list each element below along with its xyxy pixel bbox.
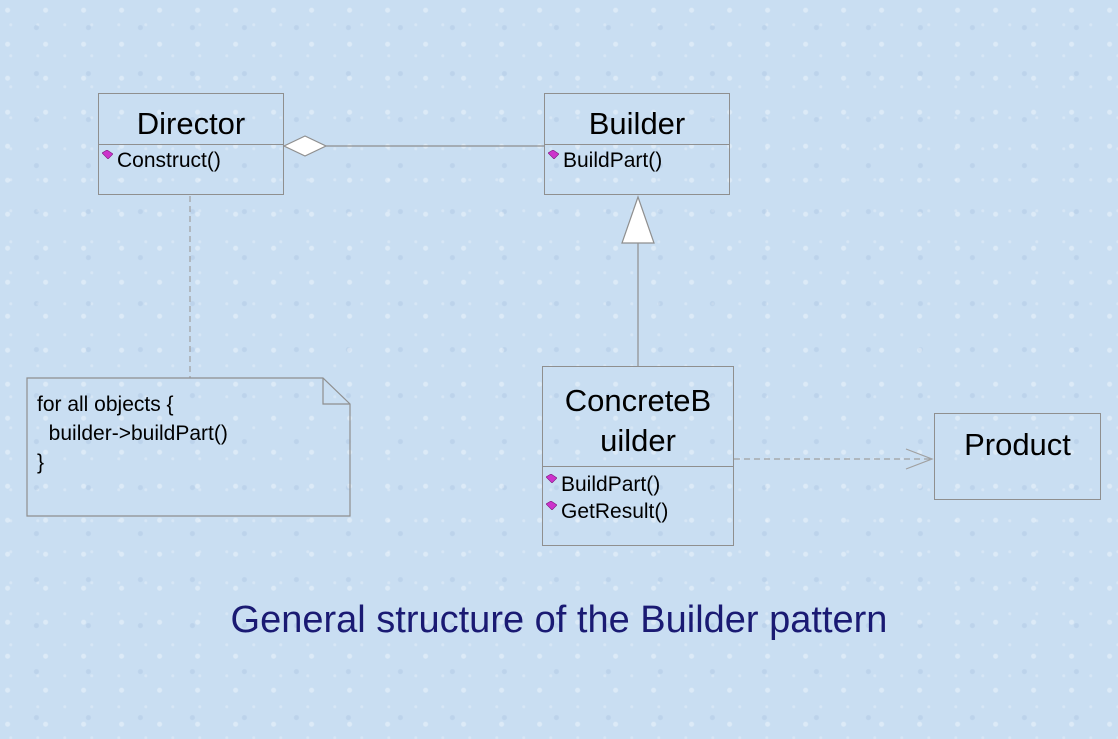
builder-operation-buildpart: BuildPart()	[548, 147, 729, 174]
director-class[interactable]: Director Construct()	[98, 93, 284, 195]
diagram-caption: General structure of the Builder pattern	[230, 599, 888, 641]
director-operation-construct: Construct()	[102, 147, 283, 174]
note-shape	[26, 377, 351, 517]
generalization-arrowhead	[621, 195, 655, 244]
operation-icon	[102, 150, 113, 159]
product-class[interactable]: Product	[934, 413, 1101, 500]
operation-icon	[546, 501, 557, 510]
concrete-builder-name-line1: ConcreteB	[564, 383, 712, 418]
concrete-builder-operations: BuildPart() GetResult()	[543, 466, 733, 527]
concrete-builder-operation-getresult: GetResult()	[546, 498, 733, 525]
director-class-name: Director	[136, 106, 246, 141]
concrete-builder-class[interactable]: ConcreteB uilder BuildPart() GetResult()	[542, 366, 734, 546]
aggregation-diamond	[282, 135, 328, 157]
operation-icon	[546, 474, 557, 483]
concrete-builder-class-name: ConcreteB uilder	[543, 367, 733, 466]
dependency-arrowhead	[905, 448, 934, 470]
concrete-builder-name-line2: uilder	[600, 423, 676, 458]
note-dogear	[322, 378, 350, 405]
director-operations: Construct()	[99, 144, 283, 176]
product-class-name: Product	[964, 427, 1071, 462]
concrete-builder-operation-buildpart: BuildPart()	[546, 471, 733, 498]
operation-icon	[548, 150, 559, 159]
note[interactable]: for all objects { builder->buildPart() }	[27, 378, 350, 516]
builder-class[interactable]: Builder BuildPart()	[544, 93, 730, 195]
builder-operations: BuildPart()	[545, 144, 729, 176]
builder-class-name: Builder	[588, 106, 686, 141]
note-text: for all objects { builder->buildPart() }	[37, 393, 228, 474]
